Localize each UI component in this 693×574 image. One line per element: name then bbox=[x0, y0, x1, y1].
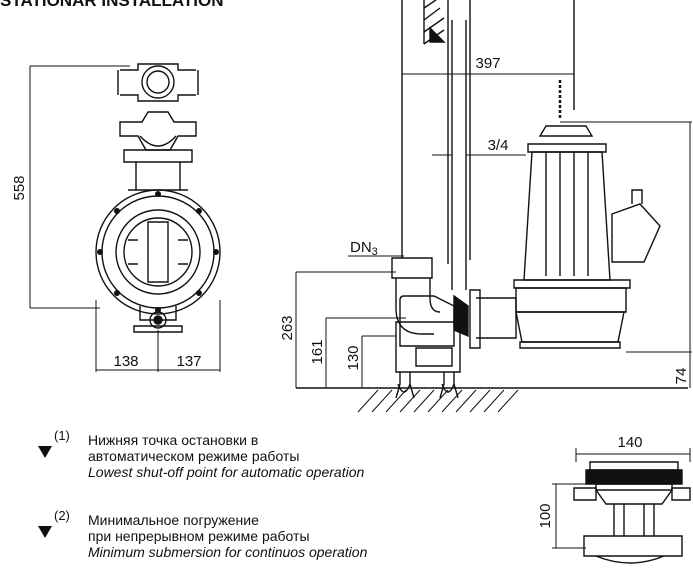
dim-558: 558 bbox=[11, 175, 28, 200]
dn-sub: 3 bbox=[372, 246, 378, 258]
note-1-index: (1) bbox=[54, 428, 70, 443]
note-1-ru-line1: Нижняя точка остановки в bbox=[88, 432, 259, 448]
dim-3-4: 3/4 bbox=[488, 137, 509, 154]
note-1-text: Нижняя точка остановки в автоматическом … bbox=[88, 432, 364, 480]
dim-263: 263 bbox=[279, 315, 296, 340]
dn-label: DN3 bbox=[350, 239, 378, 258]
level-triangle-icon bbox=[38, 446, 52, 458]
dim-130: 130 bbox=[345, 345, 362, 370]
note-2-ru-line1: Минимальное погружение bbox=[88, 512, 259, 528]
dim-100: 100 bbox=[537, 503, 554, 528]
dim-137: 137 bbox=[176, 353, 201, 370]
note-1-en: Lowest shut-off point for automatic oper… bbox=[88, 464, 365, 480]
note-2-en: Minimum submersion for continuos operati… bbox=[88, 544, 368, 560]
dim-74: 74 bbox=[673, 368, 690, 385]
sheet-title: STATIONÄR INSTALLATION bbox=[0, 0, 224, 10]
dim-138: 138 bbox=[113, 353, 138, 370]
note-1-ru-line2: автоматическом режиме работы bbox=[88, 448, 300, 464]
front-view: 558 138 137 bbox=[11, 63, 221, 372]
coupling-detail-view: 140 100 bbox=[537, 434, 691, 564]
dim-397: 397 bbox=[475, 55, 500, 72]
note-2-index: (2) bbox=[54, 508, 70, 523]
note-2-ru-line2: при непрерывном режиме работы bbox=[88, 528, 310, 544]
dn-main: DN bbox=[350, 239, 372, 256]
dim-161: 161 bbox=[309, 339, 326, 364]
dim-140: 140 bbox=[617, 434, 642, 451]
side-view: 397 3/4 DN bbox=[279, 0, 692, 413]
note-2-text: Минимальное погружение при непрерывном р… bbox=[88, 512, 367, 560]
level-triangle-icon bbox=[38, 526, 52, 538]
